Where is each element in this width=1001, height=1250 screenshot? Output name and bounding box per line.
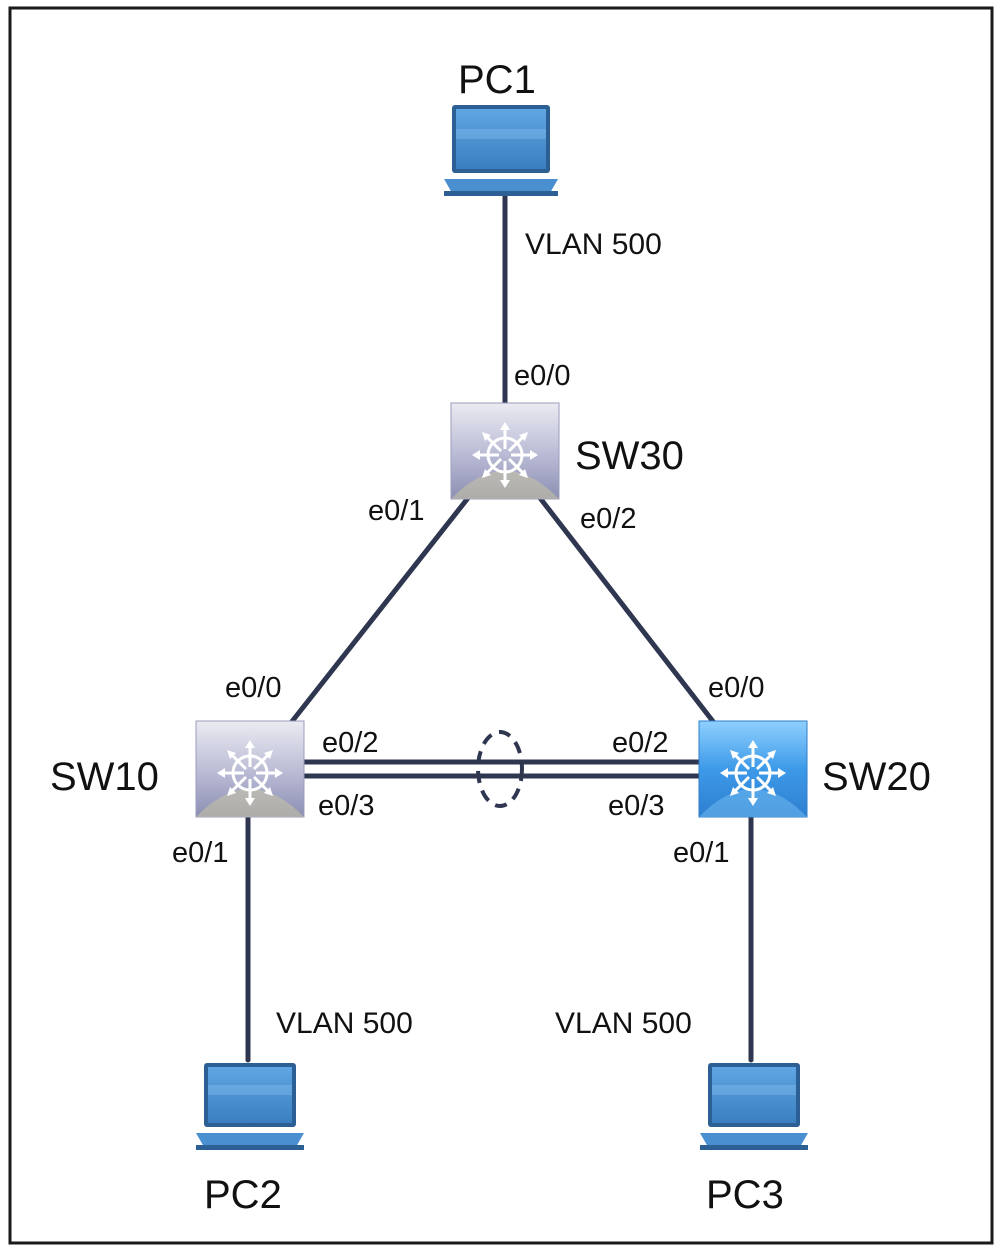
port-sw20-e0-3: e0/3 (608, 790, 664, 822)
link-sw30-sw20 (537, 495, 718, 727)
diagram-border (8, 6, 994, 1245)
port-sw30-e0-0: e0/0 (514, 360, 570, 392)
links (245, 192, 754, 1063)
port-sw20-e0-2: e0/2 (612, 727, 668, 759)
pc2-label: PC2 (204, 1173, 282, 1217)
pc3-laptop-icon[interactable] (700, 1063, 808, 1150)
sw10-switch-icon[interactable] (195, 720, 305, 818)
port-sw10-e0-0: e0/0 (225, 672, 281, 704)
pc1-label: PC1 (458, 58, 536, 102)
sw10-label: SW10 (50, 755, 159, 799)
pc3-label: PC3 (706, 1173, 784, 1217)
sw20-label: SW20 (822, 755, 931, 799)
pc1-laptop-icon[interactable] (444, 105, 558, 196)
sw30-label: SW30 (575, 434, 684, 478)
pc2-laptop-icon[interactable] (196, 1063, 304, 1150)
port-sw10-e0-3: e0/3 (318, 790, 374, 822)
etherchannel-ellipse-icon (476, 730, 524, 808)
port-sw20-e0-0: e0/0 (708, 672, 764, 704)
port-sw30-e0-1: e0/1 (368, 495, 424, 527)
vlan-label-pc2: VLAN 500 (276, 1007, 413, 1040)
sw30-switch-icon[interactable] (450, 402, 560, 500)
port-sw30-e0-2: e0/2 (580, 503, 636, 535)
vlan-label-pc3: VLAN 500 (555, 1007, 692, 1040)
link-sw30-sw10 (287, 495, 471, 727)
sw20-switch-icon[interactable] (698, 720, 808, 818)
port-sw20-e0-1: e0/1 (673, 837, 729, 869)
port-sw10-e0-2: e0/2 (322, 727, 378, 759)
vlan-label-pc1: VLAN 500 (525, 228, 662, 261)
port-sw10-e0-1: e0/1 (172, 837, 228, 869)
